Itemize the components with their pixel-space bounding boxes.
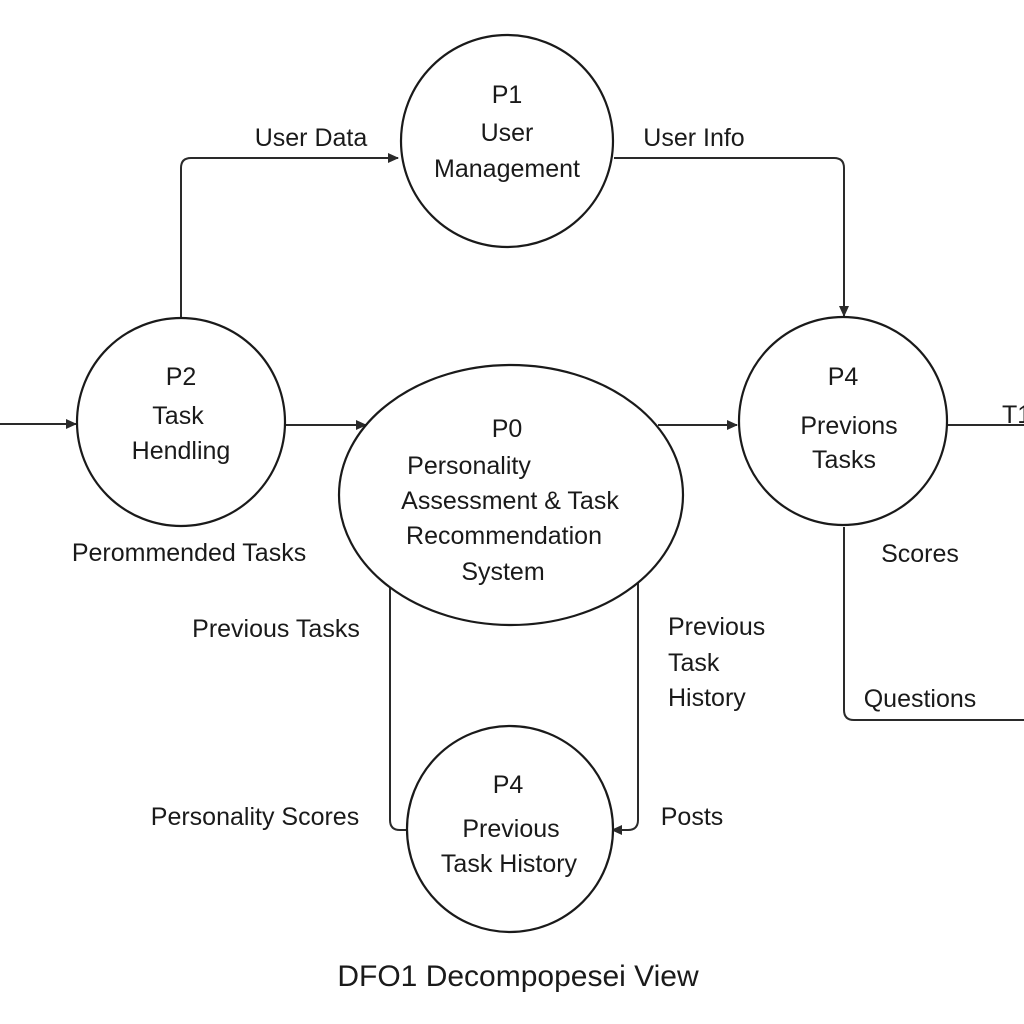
process-p4-right[interactable]: P4 Previons Tasks [737, 315, 949, 527]
process-p0-line-4: System [461, 558, 544, 586]
process-p4-right-shape [737, 315, 949, 527]
process-p4-bottom-shape [405, 724, 615, 934]
process-p4-bottom-line-1: Previous [462, 815, 559, 843]
process-p0[interactable]: P0 Personality Assessment & Task Recomme… [337, 363, 685, 627]
process-p2-shape [75, 316, 287, 528]
flow-label-recommended-tasks: Perommended Tasks [72, 539, 306, 567]
flow-label-previous-task-history-3: History [668, 684, 746, 712]
edge-p0-to-p4-bottom-right [611, 583, 639, 835]
process-p1[interactable]: P1 User Management [399, 33, 615, 249]
process-p4-bottom-id: P4 [493, 771, 524, 799]
edge-p0-to-p4-bottom-left [389, 587, 408, 831]
flow-label-personality-scores: Personality Scores [151, 803, 359, 831]
flow-label-user-info: User Info [643, 124, 744, 152]
process-p4-bottom-line-2: Task History [441, 850, 578, 878]
process-p0-id: P0 [492, 415, 523, 443]
process-p4-right-line-2: Tasks [812, 446, 876, 474]
edge-p1-to-p4 [614, 157, 849, 317]
process-p1-line-2: Management [434, 155, 580, 183]
process-p2-id: P2 [166, 363, 197, 391]
edge-p4-loop [843, 527, 1024, 721]
process-p2-line-1: Task [152, 402, 204, 430]
flow-label-edge-cut: T1 [1002, 401, 1024, 429]
process-p0-line-1: Personality [407, 452, 531, 480]
edge-p2-to-p1 [180, 153, 399, 318]
flow-label-user-data: User Data [255, 124, 368, 152]
process-p0-line-2: Assessment & Task [401, 487, 619, 515]
flow-label-previous-task-history-2: Task [668, 649, 720, 677]
process-p4-bottom[interactable]: P4 Previous Task History [405, 724, 615, 934]
process-p0-line-3: Recommendation [406, 522, 602, 550]
process-p4-right-id: P4 [828, 363, 859, 391]
process-p0-shape [337, 363, 685, 627]
process-p2-line-2: Hendling [132, 437, 231, 465]
process-p1-line-1: User [481, 119, 534, 147]
diagram-caption: DFO1 Decompopesei View [337, 960, 699, 993]
process-p2[interactable]: P2 Task Hendling [75, 316, 287, 528]
process-p1-shape [399, 33, 615, 249]
flow-label-previous-tasks: Previous Tasks [192, 615, 360, 643]
flow-label-scores: Scores [881, 540, 959, 568]
flow-label-posts: Posts [661, 803, 724, 831]
flow-label-previous-task-history-1: Previous [668, 613, 765, 641]
process-p1-id: P1 [492, 81, 523, 109]
process-p4-right-line-1: Previons [800, 412, 897, 440]
flow-label-questions: Questions [864, 685, 977, 713]
